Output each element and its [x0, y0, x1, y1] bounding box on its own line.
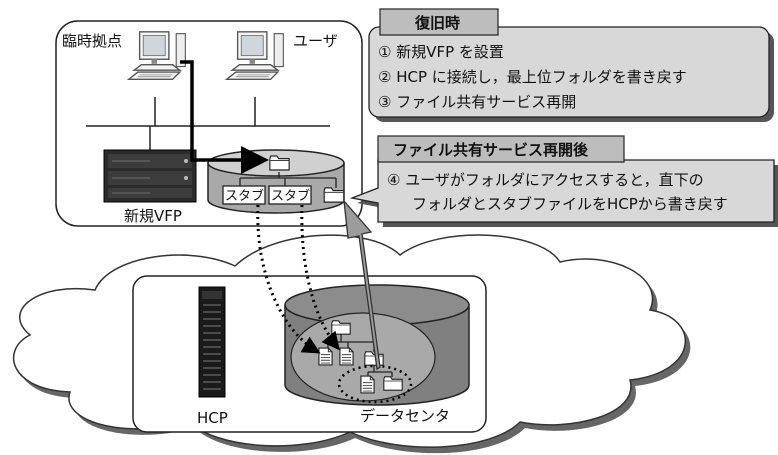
hcp-label: HCP: [197, 409, 228, 427]
after-resume-line-1: ④ ユーザがフォルダにアクセスすると，直下の: [387, 171, 704, 189]
recovery-step-2: ② HCP に接続し，最上位フォルダを書き戻す: [378, 68, 687, 86]
recovery-title: 復旧時: [414, 14, 460, 32]
stub-label-1: スタブ: [225, 188, 264, 204]
recovery-box: [368, 8, 774, 122]
temporary-site-label: 臨時拠点: [62, 32, 122, 50]
stub-file-2: [268, 185, 312, 205]
recovery-step-1: ① 新規VFP を設置: [378, 43, 504, 61]
stub-reference-arrow-1: [256, 204, 321, 354]
user-label: ユーザ: [293, 32, 338, 50]
access-arrow: [180, 60, 269, 174]
stub-file-1: [222, 185, 266, 205]
hcp-rack-icon: [198, 286, 226, 398]
after-resume-title: ファイル共有サービス再開後: [393, 141, 589, 159]
write-back-arrow: [343, 199, 381, 371]
stub-label-2: スタブ: [271, 188, 310, 204]
datacenter-label: データセンタ: [360, 407, 450, 425]
recovery-step-3: ③ ファイル共有サービス再開: [378, 93, 576, 111]
lan-network: [86, 97, 330, 150]
new-vfp-label: 新規VFP: [124, 207, 182, 225]
vfp-server-icon: [103, 149, 197, 203]
after-resume-line-2: フォルダとスタブファイルをHCPから書き戻す: [412, 195, 728, 213]
after-resume-callout: [349, 135, 778, 227]
